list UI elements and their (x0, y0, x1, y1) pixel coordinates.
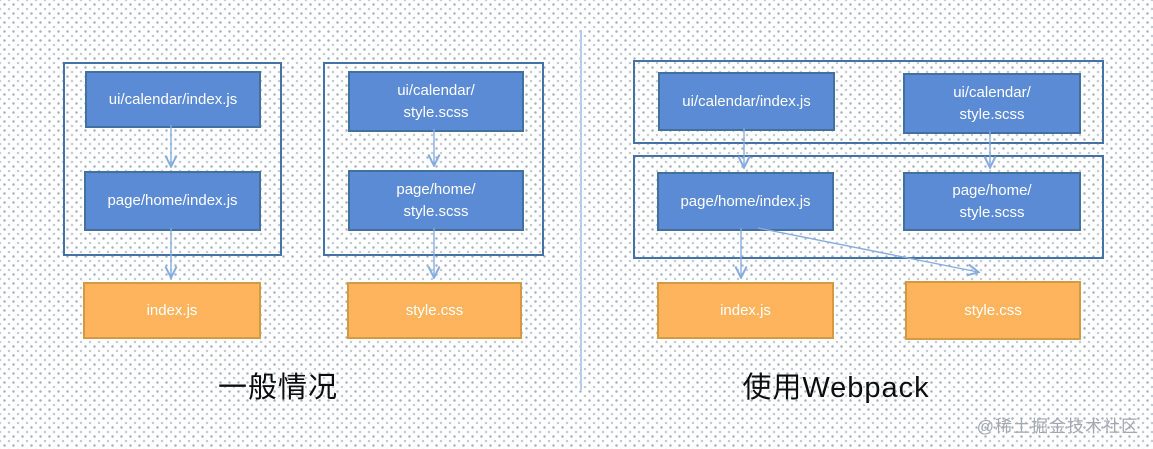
node-left-page-home-style-scss: page/home/ style.scss (348, 170, 524, 231)
node-left-output-index-js: index.js (83, 282, 261, 339)
node-right-ui-calendar-index-js: ui/calendar/index.js (658, 72, 835, 131)
node-left-ui-calendar-index-js: ui/calendar/index.js (85, 71, 261, 128)
node-right-ui-calendar-style-scss: ui/calendar/ style.scss (903, 73, 1081, 134)
node-right-page-home-style-scss: page/home/ style.scss (903, 172, 1081, 231)
caption-with-webpack: 使用Webpack (742, 372, 930, 404)
node-right-page-home-index-js: page/home/index.js (657, 172, 834, 231)
caption-general-case: 一般情况 (217, 372, 338, 404)
right-ui-layer-frame (633, 60, 1104, 144)
node-right-output-index-js: index.js (657, 282, 834, 339)
node-left-ui-calendar-style-scss: ui/calendar/ style.scss (348, 71, 524, 132)
node-left-page-home-index-js: page/home/index.js (84, 171, 261, 231)
divider-line (580, 30, 582, 390)
watermark-text: @稀土掘金技术社区 (976, 417, 1139, 436)
left-js-group-frame (63, 62, 282, 256)
node-right-output-style-css: style.css (905, 281, 1081, 340)
node-left-output-style-css: style.css (347, 282, 522, 339)
